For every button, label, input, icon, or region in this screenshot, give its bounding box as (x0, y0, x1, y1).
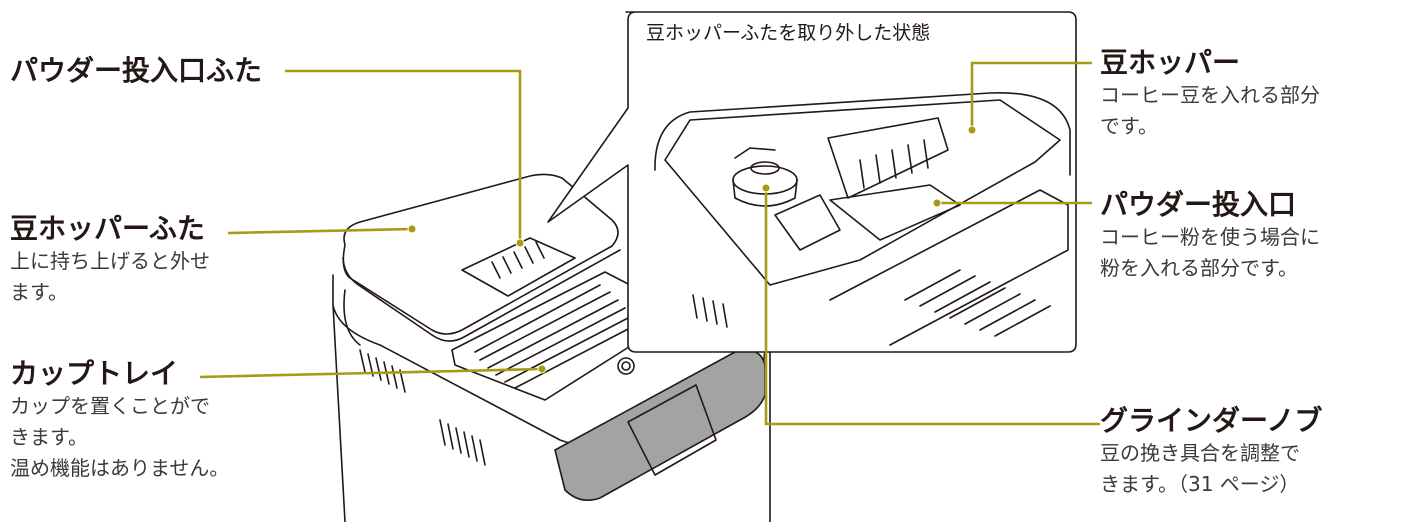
leader-hopper (970, 61, 1092, 130)
hopper-title: 豆ホッパー (1100, 46, 1241, 79)
leader-powder-lid (285, 69, 522, 243)
label-hopper-lid: 豆ホッパーふた 上に持ち上げると外せ ます。 (10, 212, 210, 308)
side-vents (359, 349, 486, 466)
callout-caption: 豆ホッパーふたを取り外した状態 (646, 22, 931, 44)
dot-cup-tray (537, 364, 547, 374)
dot-powder-lid (515, 238, 525, 248)
powder-inlet-title: パウダー投入口 (1100, 188, 1297, 221)
hopper-lid-title: 豆ホッパーふた (10, 212, 205, 245)
hopper-lid-desc: 上に持ち上げると外せ ます。 (10, 249, 210, 304)
grinder-knob-desc: 豆の挽き具合を調整で きます。（31 ページ） (1100, 441, 1300, 496)
dot-grinder-knob (761, 183, 771, 193)
leader-grinder-knob (764, 188, 1100, 426)
leader-cup-tray (199, 367, 543, 379)
powder-inlet-desc: コーヒー粉を使う場合に 粉を入れる部分です。 (1100, 225, 1320, 280)
lid-vents (461, 237, 576, 297)
callout-frame (547, 11, 1077, 353)
cup-tray-shape (451, 271, 633, 401)
leader-lines (199, 61, 1100, 426)
label-powder-lid: パウダー投入口ふた (10, 54, 262, 88)
label-cup-tray: カップトレイ カップを置くことがで きます。 温め機能はありません。 (10, 357, 229, 484)
control-panel-shape (554, 349, 766, 501)
power-button-shape (617, 357, 635, 375)
grinder-knob-title: グラインダーノブ (1100, 404, 1323, 437)
leader-hopper-lid (227, 227, 413, 235)
dot-hopper (967, 125, 977, 135)
dot-hopper-lid (407, 224, 417, 234)
tray-slots (474, 284, 631, 389)
dot-powder-inlet (932, 198, 942, 208)
hopper-desc: コーヒー豆を入れる部分 です。 (1100, 83, 1320, 138)
label-powder-inlet: パウダー投入口 コーヒー粉を使う場合に 粉を入れる部分です。 (1100, 188, 1320, 284)
hopper-slots (859, 139, 929, 189)
cup-tray-title: カップトレイ (10, 357, 179, 390)
callout-vents (692, 269, 1051, 337)
powder-lid-title: パウダー投入口ふた (10, 54, 263, 87)
label-grinder-knob: グラインダーノブ 豆の挽き具合を調整で きます。（31 ページ） (1100, 404, 1322, 500)
cup-tray-desc: カップを置くことがで きます。 温め機能はありません。 (10, 394, 230, 480)
label-hopper: 豆ホッパー コーヒー豆を入れる部分 です。 (1100, 46, 1320, 142)
